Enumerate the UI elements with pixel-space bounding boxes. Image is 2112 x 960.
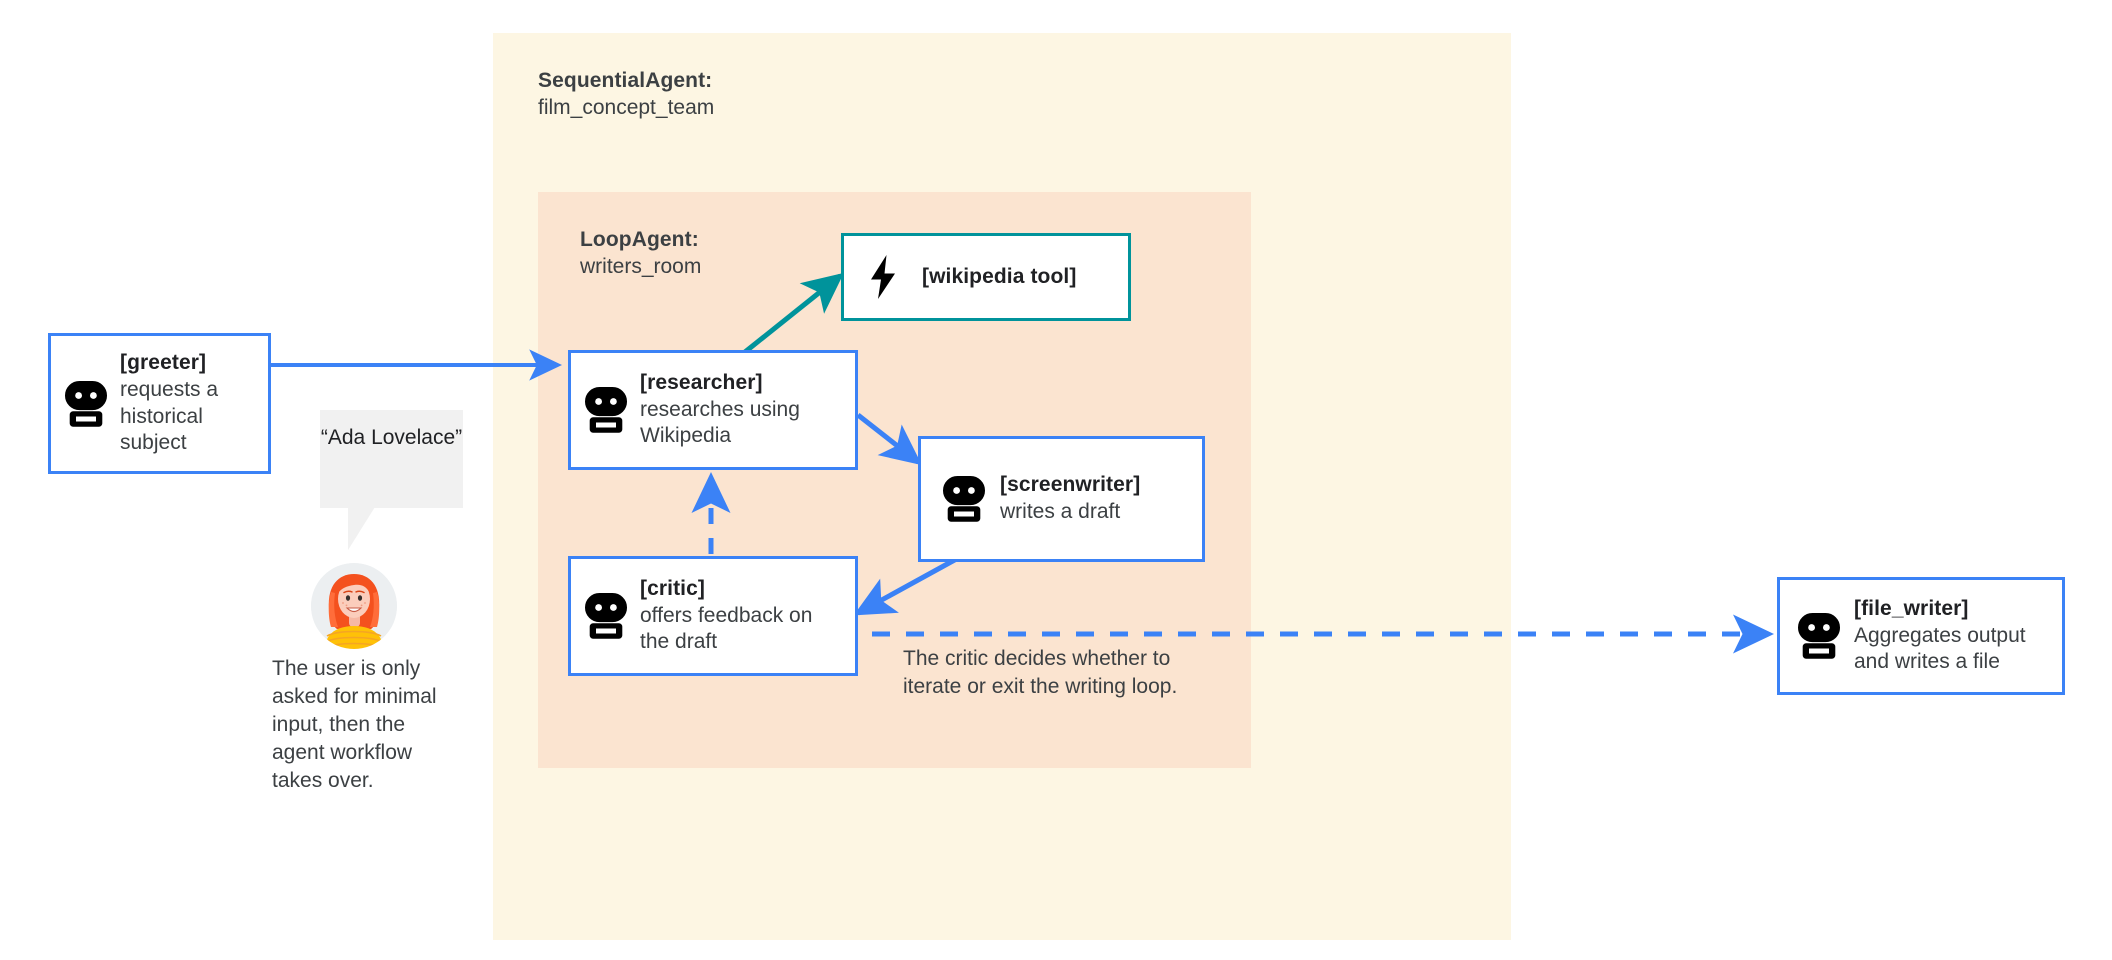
node-greeter-text: [greeter] requests a historical subject xyxy=(120,350,256,457)
node-researcher[interactable]: [researcher] researches using Wikipedia xyxy=(568,350,858,470)
speech-bubble-tail xyxy=(348,507,375,550)
robot-icon xyxy=(585,387,627,433)
node-file-writer-text: [file_writer] Aggregates output and writ… xyxy=(1854,596,2050,676)
node-file-writer-description: Aggregates output and writes a file xyxy=(1854,623,2026,674)
loop-exit-note: The critic decides whether to iterate or… xyxy=(903,647,1178,698)
sequential-agent-label: SequentialAgent: film_concept_team xyxy=(538,67,714,122)
lightning-bolt-icon xyxy=(866,254,900,300)
user-caption: The user is only asked for minimal input… xyxy=(272,657,437,792)
node-screenwriter-text: [screenwriter] writes a draft xyxy=(1000,472,1140,525)
node-greeter-name: [greeter] xyxy=(120,351,207,375)
loop-agent-type: LoopAgent: xyxy=(580,228,699,251)
node-screenwriter-description: writes a draft xyxy=(1000,500,1121,523)
node-screenwriter-name: [screenwriter] xyxy=(1000,473,1141,497)
speech-bubble xyxy=(320,410,463,508)
node-wikipedia-tool[interactable]: [wikipedia tool] xyxy=(841,233,1131,321)
node-wikipedia-tool-text: [wikipedia tool] xyxy=(922,264,1076,291)
avatar xyxy=(311,563,397,649)
node-researcher-description: researches using Wikipedia xyxy=(640,397,800,448)
speech-bubble-text: “Ada Lovelace” xyxy=(320,426,463,449)
robot-icon xyxy=(585,593,627,639)
loop-agent-label: LoopAgent: writers_room xyxy=(580,226,701,281)
node-file-writer-name: [file_writer] xyxy=(1854,597,1969,621)
node-file-writer[interactable]: [file_writer] Aggregates output and writ… xyxy=(1777,577,2065,695)
sequential-agent-type: SequentialAgent: xyxy=(538,69,713,92)
node-researcher-name: [researcher] xyxy=(640,371,763,395)
node-researcher-text: [researcher] researches using Wikipedia xyxy=(640,370,843,450)
sequential-agent-name: film_concept_team xyxy=(538,96,715,120)
node-critic-description: offers feedback on the draft xyxy=(640,603,813,654)
node-screenwriter[interactable]: [screenwriter] writes a draft xyxy=(918,436,1205,562)
loop-agent-name: writers_room xyxy=(580,255,702,279)
robot-icon xyxy=(943,476,985,522)
node-wikipedia-tool-name: [wikipedia tool] xyxy=(922,264,1077,288)
node-critic-text: [critic] offers feedback on the draft xyxy=(640,576,843,656)
node-greeter-description: requests a historical subject xyxy=(120,377,219,455)
robot-icon xyxy=(1798,613,1840,659)
robot-icon xyxy=(65,380,107,427)
node-greeter[interactable]: [greeter] requests a historical subject xyxy=(48,333,271,474)
node-critic[interactable]: [critic] offers feedback on the draft xyxy=(568,556,858,676)
node-critic-name: [critic] xyxy=(640,577,705,601)
